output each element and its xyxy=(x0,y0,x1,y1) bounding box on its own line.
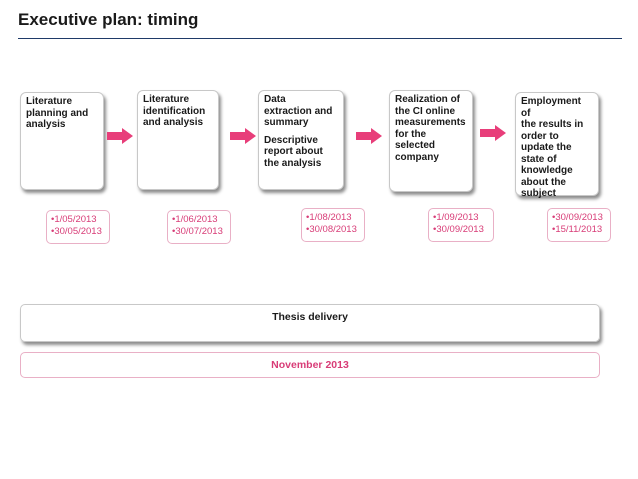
delivery-date-bar: November 2013 xyxy=(20,352,600,378)
date-end: •30/05/2013 xyxy=(51,226,102,237)
date-start: •1/08/2013 xyxy=(306,212,352,223)
step-3-line: summary xyxy=(264,117,309,128)
step-1-line: planning and xyxy=(26,107,89,119)
date-range-4: •1/09/2013 •30/09/2013 xyxy=(428,208,494,242)
step-box-1: Literature planning and analysis xyxy=(20,92,104,190)
date-range-3: •1/08/2013 •30/08/2013 xyxy=(301,208,365,242)
step-4-line: Realization of xyxy=(395,94,461,105)
thesis-delivery-bar: Thesis delivery xyxy=(20,304,600,342)
date-start: •1/09/2013 xyxy=(433,212,479,223)
title-divider xyxy=(18,38,622,39)
step-box-2: Literature identification and analysis xyxy=(137,90,219,190)
step-3-line: the analysis xyxy=(264,157,322,169)
date-end: •30/07/2013 xyxy=(172,226,223,237)
date-range-5: •30/09/2013 •15/11/2013 xyxy=(547,208,611,242)
step-2-text: Literature identification and analysis xyxy=(143,94,213,129)
date-start: •1/05/2013 xyxy=(51,214,97,225)
step-box-4: Realization of the CI online measurement… xyxy=(389,90,473,192)
arrow-right-icon xyxy=(107,128,133,144)
date-start: •30/09/2013 xyxy=(552,212,603,223)
date-range-1: •1/05/2013 •30/05/2013 xyxy=(46,210,110,244)
step-4-line: measurements xyxy=(395,117,466,128)
step-3-text: Data extraction and summary Descriptive … xyxy=(264,94,338,169)
step-5-line: state of xyxy=(521,153,557,165)
step-3-line: extraction and xyxy=(264,105,333,117)
step-4-line: selected xyxy=(395,140,436,151)
date-start: •1/06/2013 xyxy=(172,214,218,225)
step-4-line: the CI online xyxy=(395,105,455,117)
step-2-line: identification xyxy=(143,105,206,117)
thesis-delivery-label: Thesis delivery xyxy=(272,311,348,323)
step-box-5: Employment of the results in order to up… xyxy=(515,92,599,199)
step-1-line: analysis xyxy=(26,119,66,130)
date-end: •30/09/2013 xyxy=(433,224,484,235)
step-4-line: company xyxy=(395,151,439,163)
step-5-text: Employment of the results in order to up… xyxy=(521,96,593,200)
step-5-line: subject xyxy=(521,188,557,199)
step-3-line: Data xyxy=(264,94,286,105)
step-2-line: and analysis xyxy=(143,117,204,128)
date-range-2: •1/06/2013 •30/07/2013 xyxy=(167,210,231,244)
step-1-line: Literature xyxy=(26,96,73,107)
step-4-text: Realization of the CI online measurement… xyxy=(395,94,467,163)
step-box-3: Data extraction and summary Descriptive … xyxy=(258,90,344,190)
step-5-line: about the xyxy=(521,176,566,188)
step-5-line: Employment of xyxy=(521,96,582,119)
step-5-line: update the xyxy=(521,142,572,153)
step-2-line: Literature xyxy=(143,94,190,105)
step-5-line: knowledge xyxy=(521,165,573,176)
arrow-right-icon xyxy=(480,125,506,141)
step-4-line: for the xyxy=(395,128,427,140)
step-1-text: Literature planning and analysis xyxy=(26,96,98,131)
delivery-date-label: November 2013 xyxy=(271,359,349,371)
date-end: •15/11/2013 xyxy=(552,224,603,235)
date-end: •30/08/2013 xyxy=(306,224,357,235)
arrow-right-icon xyxy=(356,128,382,144)
step-3-line: Descriptive xyxy=(264,134,318,146)
page-title: Executive plan: timing xyxy=(18,10,199,29)
arrow-right-icon xyxy=(230,128,256,144)
step-5-line: order to xyxy=(521,130,559,142)
step-3-line: report about xyxy=(264,146,323,157)
step-5-line: the results in xyxy=(521,119,584,130)
